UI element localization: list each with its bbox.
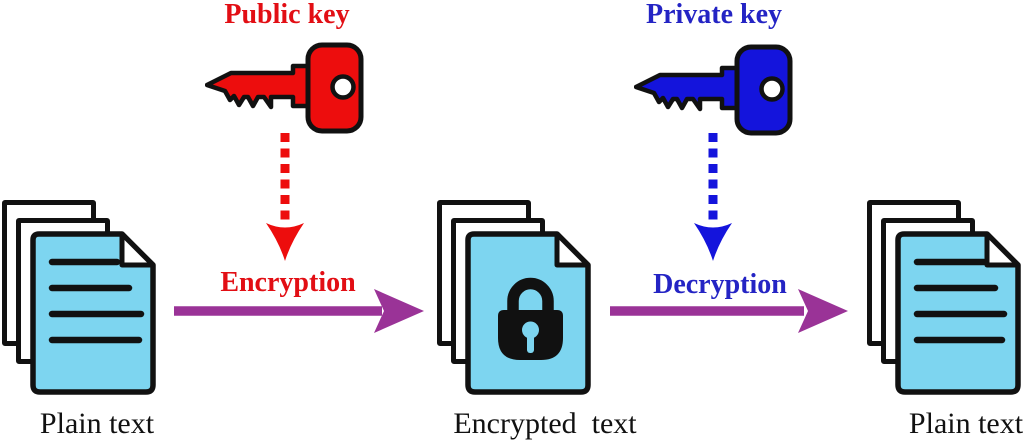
decryption-arrow-icon	[610, 289, 848, 333]
text-lines-icon	[913, 258, 1008, 344]
private-key-icon	[634, 44, 793, 136]
public-key-dashed-arrow-icon	[266, 133, 304, 261]
public-key-label: Public key	[224, 0, 350, 30]
decryption-label: Decryption	[653, 269, 787, 300]
text-lines-icon	[48, 258, 145, 344]
private-key-label: Private key	[645, 0, 783, 30]
encryption-arrow-icon	[174, 289, 424, 333]
private-key-dashed-arrow-icon	[694, 133, 732, 261]
plain-document-icon	[30, 231, 156, 395]
plain-document-icon	[895, 231, 1021, 395]
encryption-label: Encryption	[220, 267, 356, 298]
lock-icon	[498, 277, 563, 360]
encrypted-text-label: Encrypted text	[453, 407, 637, 440]
public-key-icon	[205, 42, 364, 134]
encrypted-document-icon	[465, 231, 591, 395]
plain-text-right-label: Plain text	[908, 407, 1024, 440]
plain-text-left-label: Plain text	[39, 407, 155, 440]
